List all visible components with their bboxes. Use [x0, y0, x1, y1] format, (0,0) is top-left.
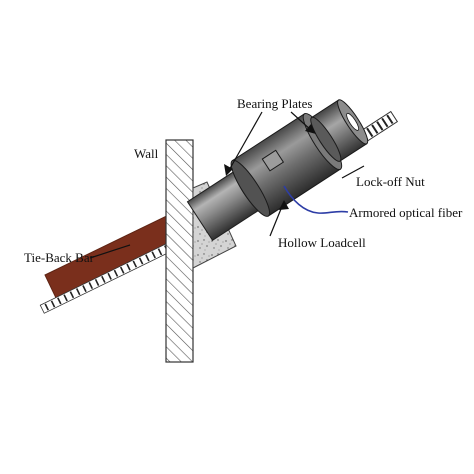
- label-armored-optical-fiber: Armored optical fiber: [349, 205, 463, 220]
- label-wall: Wall: [134, 146, 159, 161]
- anchor-head-assembly: [186, 99, 369, 241]
- label-lock-off-nut: Lock-off Nut: [356, 174, 425, 189]
- wall: [165, 139, 194, 363]
- label-tie-back-bar: Tie-Back Bar: [24, 250, 95, 265]
- arrow-heads: [224, 124, 316, 210]
- lock-off-nut: [310, 99, 369, 162]
- label-hollow-loadcell: Hollow Loadcell: [278, 235, 366, 250]
- fiber-connector: [261, 149, 285, 172]
- label-bearing-plates: Bearing Plates: [237, 96, 312, 111]
- armored-optical-fiber-cable: [283, 185, 349, 214]
